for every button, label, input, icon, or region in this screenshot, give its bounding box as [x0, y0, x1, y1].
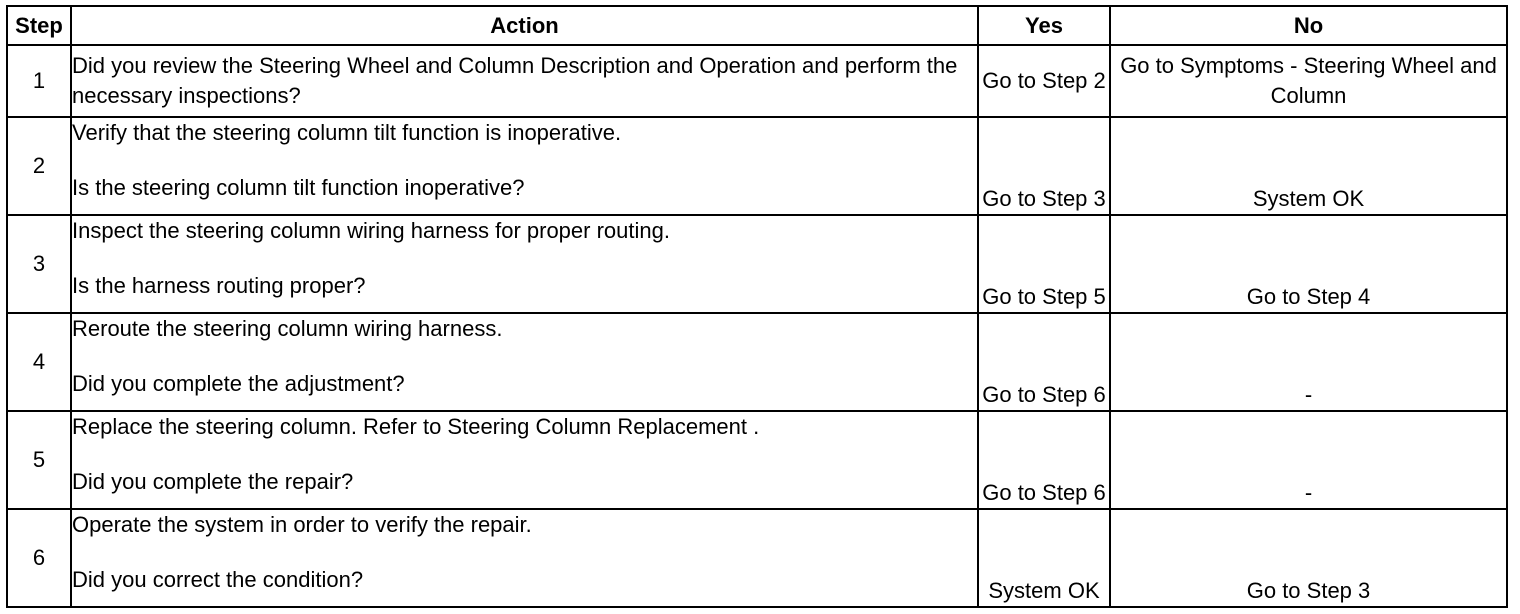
table-row: 3 Inspect the steering column wiring har…: [6, 214, 1508, 315]
no-text: Go to Symptoms - Steering Wheel and Colu…: [1120, 53, 1497, 109]
header-no: No: [1109, 4, 1508, 47]
action-cell: Reroute the steering column wiring harne…: [70, 312, 979, 412]
action-instruction: Replace the steering column. Refer to St…: [72, 414, 760, 439]
action-instruction: Inspect the steering column wiring harne…: [72, 218, 670, 244]
action-question: Did you correct the condition?: [72, 566, 364, 592]
action-instruction: Verify that the steering column tilt fun…: [72, 120, 622, 146]
no-text: Go to Step 3: [1246, 578, 1371, 603]
no-text: -: [1304, 382, 1313, 407]
step-number: 6: [6, 507, 72, 609]
no-text: System OK: [1252, 186, 1365, 212]
yes-cell: Go to Step 2: [977, 44, 1111, 119]
no-text: -: [1304, 479, 1313, 505]
diagnostic-table: Step Action Yes No 1 Did you review the …: [6, 4, 1508, 609]
action-instruction: Reroute the steering column wiring harne…: [72, 316, 503, 342]
table-row: 4 Reroute the steering column wiring har…: [6, 312, 1508, 412]
table-row: 5 Replace the steering column. Refer to …: [6, 410, 1508, 510]
yes-cell: Go to Step 3: [977, 116, 1111, 217]
header-step: Step: [6, 4, 72, 47]
yes-text: Go to Step 6: [982, 479, 1106, 505]
action-question: Did you complete the adjustment?: [72, 371, 405, 397]
no-cell: -: [1109, 410, 1508, 510]
yes-text: Go to Step 5: [982, 284, 1106, 310]
step-number: 2: [6, 116, 72, 217]
no-cell: Go to Symptoms - Steering Wheel and Colu…: [1109, 44, 1508, 119]
step-number: 5: [6, 410, 72, 510]
action-cell: Verify that the steering column tilt fun…: [70, 116, 979, 217]
step-number: 3: [6, 214, 72, 315]
step-number: 1: [6, 44, 72, 119]
no-cell: -: [1109, 312, 1508, 412]
action-cell: Did you review the Steering Wheel and Co…: [70, 44, 979, 119]
table-row: 2 Verify that the steering column tilt f…: [6, 116, 1508, 217]
action-text: Did you review the Steering Wheel and Co…: [72, 53, 958, 109]
step-number: 4: [6, 312, 72, 412]
yes-text: Go to Step 3: [982, 186, 1106, 212]
action-cell: Inspect the steering column wiring harne…: [70, 214, 979, 315]
no-cell: Go to Step 3: [1109, 507, 1508, 609]
yes-cell: System OK: [977, 507, 1111, 609]
header-yes: Yes: [977, 4, 1111, 47]
action-question: Is the harness routing proper?: [72, 273, 366, 299]
yes-text: Go to Step 2: [982, 68, 1106, 94]
action-instruction: Operate the system in order to verify th…: [72, 511, 532, 537]
table-row: 6 Operate the system in order to verify …: [6, 507, 1508, 609]
action-cell: Operate the system in order to verify th…: [70, 507, 979, 609]
yes-cell: Go to Step 6: [977, 312, 1111, 412]
no-cell: System OK: [1109, 116, 1508, 217]
action-cell: Replace the steering column. Refer to St…: [70, 410, 979, 510]
header-action: Action: [70, 4, 979, 47]
action-question: Did you complete the repair?: [72, 469, 354, 494]
no-cell: Go to Step 4: [1109, 214, 1508, 315]
yes-text: System OK: [988, 578, 1100, 603]
yes-text: Go to Step 6: [982, 382, 1106, 407]
no-text: Go to Step 4: [1246, 284, 1371, 310]
table-header-row: Step Action Yes No: [6, 4, 1508, 47]
table-row: 1 Did you review the Steering Wheel and …: [6, 44, 1508, 119]
action-question: Is the steering column tilt function ino…: [72, 175, 525, 201]
yes-cell: Go to Step 6: [977, 410, 1111, 510]
yes-cell: Go to Step 5: [977, 214, 1111, 315]
